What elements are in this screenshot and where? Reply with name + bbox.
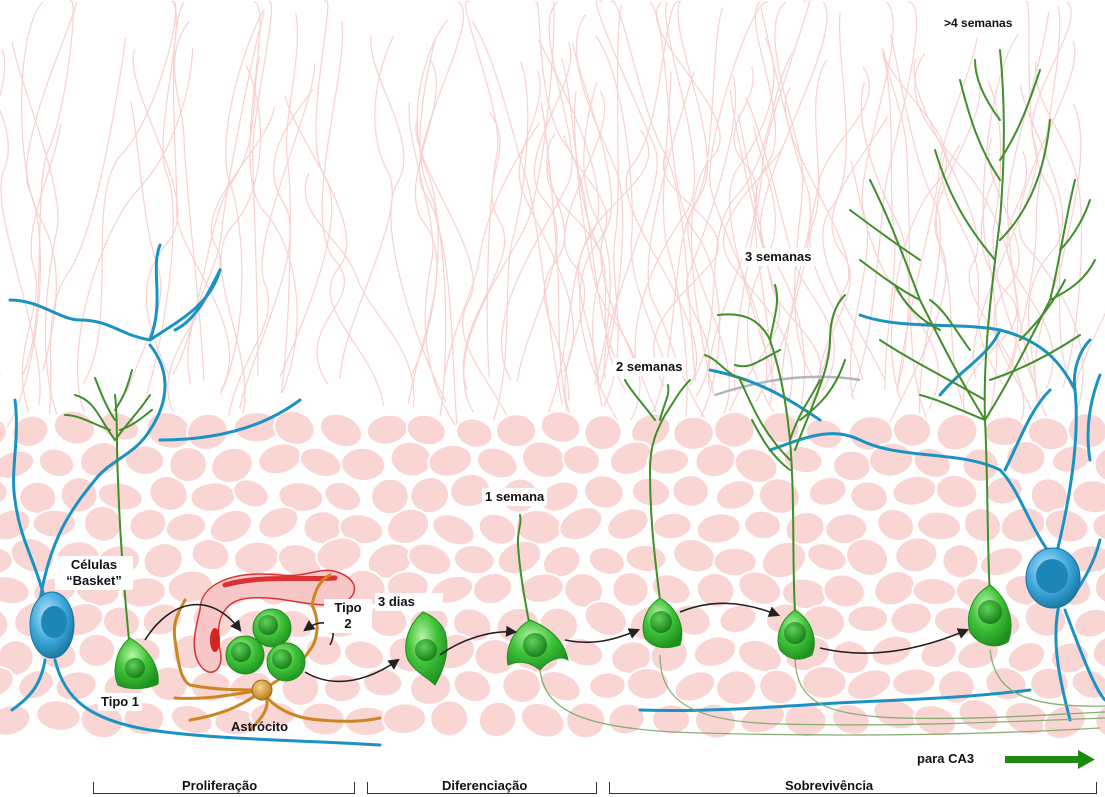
granule-cell	[828, 699, 875, 740]
fiber	[127, 102, 161, 393]
fiber	[174, 21, 203, 380]
granule-cell	[189, 481, 236, 513]
fiber	[464, 2, 554, 412]
granule-cell	[588, 672, 626, 700]
granule-cell	[690, 632, 740, 672]
granule-cell	[692, 700, 739, 742]
fiber	[1035, 104, 1081, 407]
granule-cell	[0, 445, 38, 483]
fiber	[419, 2, 463, 425]
fiber	[371, 36, 446, 402]
label-1-semana: 1 semana	[482, 488, 547, 506]
fiber	[810, 60, 863, 380]
granule-cell	[496, 414, 536, 447]
granule-cell	[35, 444, 78, 481]
fiber	[746, 97, 835, 391]
granule-cell	[1094, 447, 1105, 483]
label-4-semanas: >4 semanas	[941, 14, 1015, 32]
granule-cell	[959, 502, 1007, 548]
granule-cell	[0, 476, 10, 511]
label-astrocito: Astrócito	[228, 718, 291, 736]
granule-cell	[0, 605, 11, 645]
fiber	[340, 36, 394, 379]
fiber	[517, 42, 571, 382]
granule-cell	[452, 543, 496, 577]
granule-cell	[323, 673, 362, 704]
fiber	[409, 103, 455, 426]
fiber	[651, 2, 708, 416]
label-tipo1: Tipo 1	[98, 693, 142, 711]
stage-proliferacao: Proliferação	[170, 778, 269, 793]
granule-cell	[34, 698, 82, 734]
stage-diferenciacao: Diferenciação	[430, 778, 539, 793]
granule-cell	[340, 446, 386, 482]
granule-cell	[566, 702, 606, 739]
granule-cell	[0, 416, 7, 449]
granule-cell	[0, 573, 32, 608]
granule-cell	[939, 541, 982, 582]
granule-cell	[362, 667, 403, 697]
granule-cell	[625, 544, 668, 574]
granule-cell	[848, 479, 891, 515]
granule-cell	[473, 696, 521, 743]
fiber	[317, 21, 344, 384]
granule-cell	[50, 406, 99, 450]
label-3-dias: 3 dias	[375, 593, 443, 611]
fiber	[22, 2, 57, 371]
granule-cell	[652, 511, 693, 541]
molecular-layer-fibers	[0, 0, 1105, 430]
granule-cell	[891, 666, 938, 698]
granule-cell	[626, 667, 669, 700]
granule-cell	[382, 702, 427, 735]
fiber	[285, 96, 384, 406]
granule-cell	[1090, 510, 1105, 545]
label-2-semanas: 2 semanas	[613, 358, 686, 376]
label-3-semanas: 3 semanas	[742, 248, 815, 266]
fiber	[882, 48, 946, 402]
granule-cell	[100, 603, 142, 640]
fiber	[656, 2, 720, 397]
granule-cell	[847, 605, 889, 633]
granule-cell	[916, 633, 962, 673]
fiber	[494, 61, 528, 420]
granule-cell	[315, 407, 368, 453]
fiber	[1025, 2, 1072, 389]
label-basket-cells: Células “Basket”	[55, 556, 133, 590]
fiber	[544, 134, 569, 400]
fiber	[23, 1, 73, 376]
gray-fiber	[715, 377, 860, 395]
fiber	[936, 145, 962, 404]
label-tipo2: Tipo 2	[324, 599, 372, 633]
granule-cell	[670, 666, 720, 708]
ca3-arrow	[1005, 750, 1095, 769]
granule-cell	[581, 472, 626, 512]
fiber	[463, 113, 504, 390]
stage-sobrevivencia: Sobrevivência	[771, 778, 887, 793]
fiber	[188, 13, 264, 385]
fiber	[173, 56, 259, 374]
label-para-ca3: para CA3	[914, 750, 977, 768]
granule-cell	[605, 700, 648, 739]
fiber	[781, 67, 869, 386]
granule-cell	[652, 704, 690, 734]
granule-cell	[714, 668, 758, 707]
fiber	[142, 2, 177, 410]
fiber	[78, 48, 193, 414]
fiber	[22, 124, 60, 412]
granule-cell	[124, 444, 165, 476]
fiber	[0, 50, 5, 375]
fiber	[7, 2, 76, 428]
granule-cell	[296, 442, 346, 482]
fiber	[408, 59, 437, 404]
granule-cell	[802, 666, 847, 699]
astrocyte-body	[252, 680, 272, 700]
fiber	[466, 1, 498, 378]
granule-cell	[1091, 698, 1105, 742]
granule-cell	[77, 633, 116, 668]
granule-cell	[671, 474, 710, 508]
granule-cell	[1070, 478, 1105, 516]
fiber	[420, 37, 446, 416]
